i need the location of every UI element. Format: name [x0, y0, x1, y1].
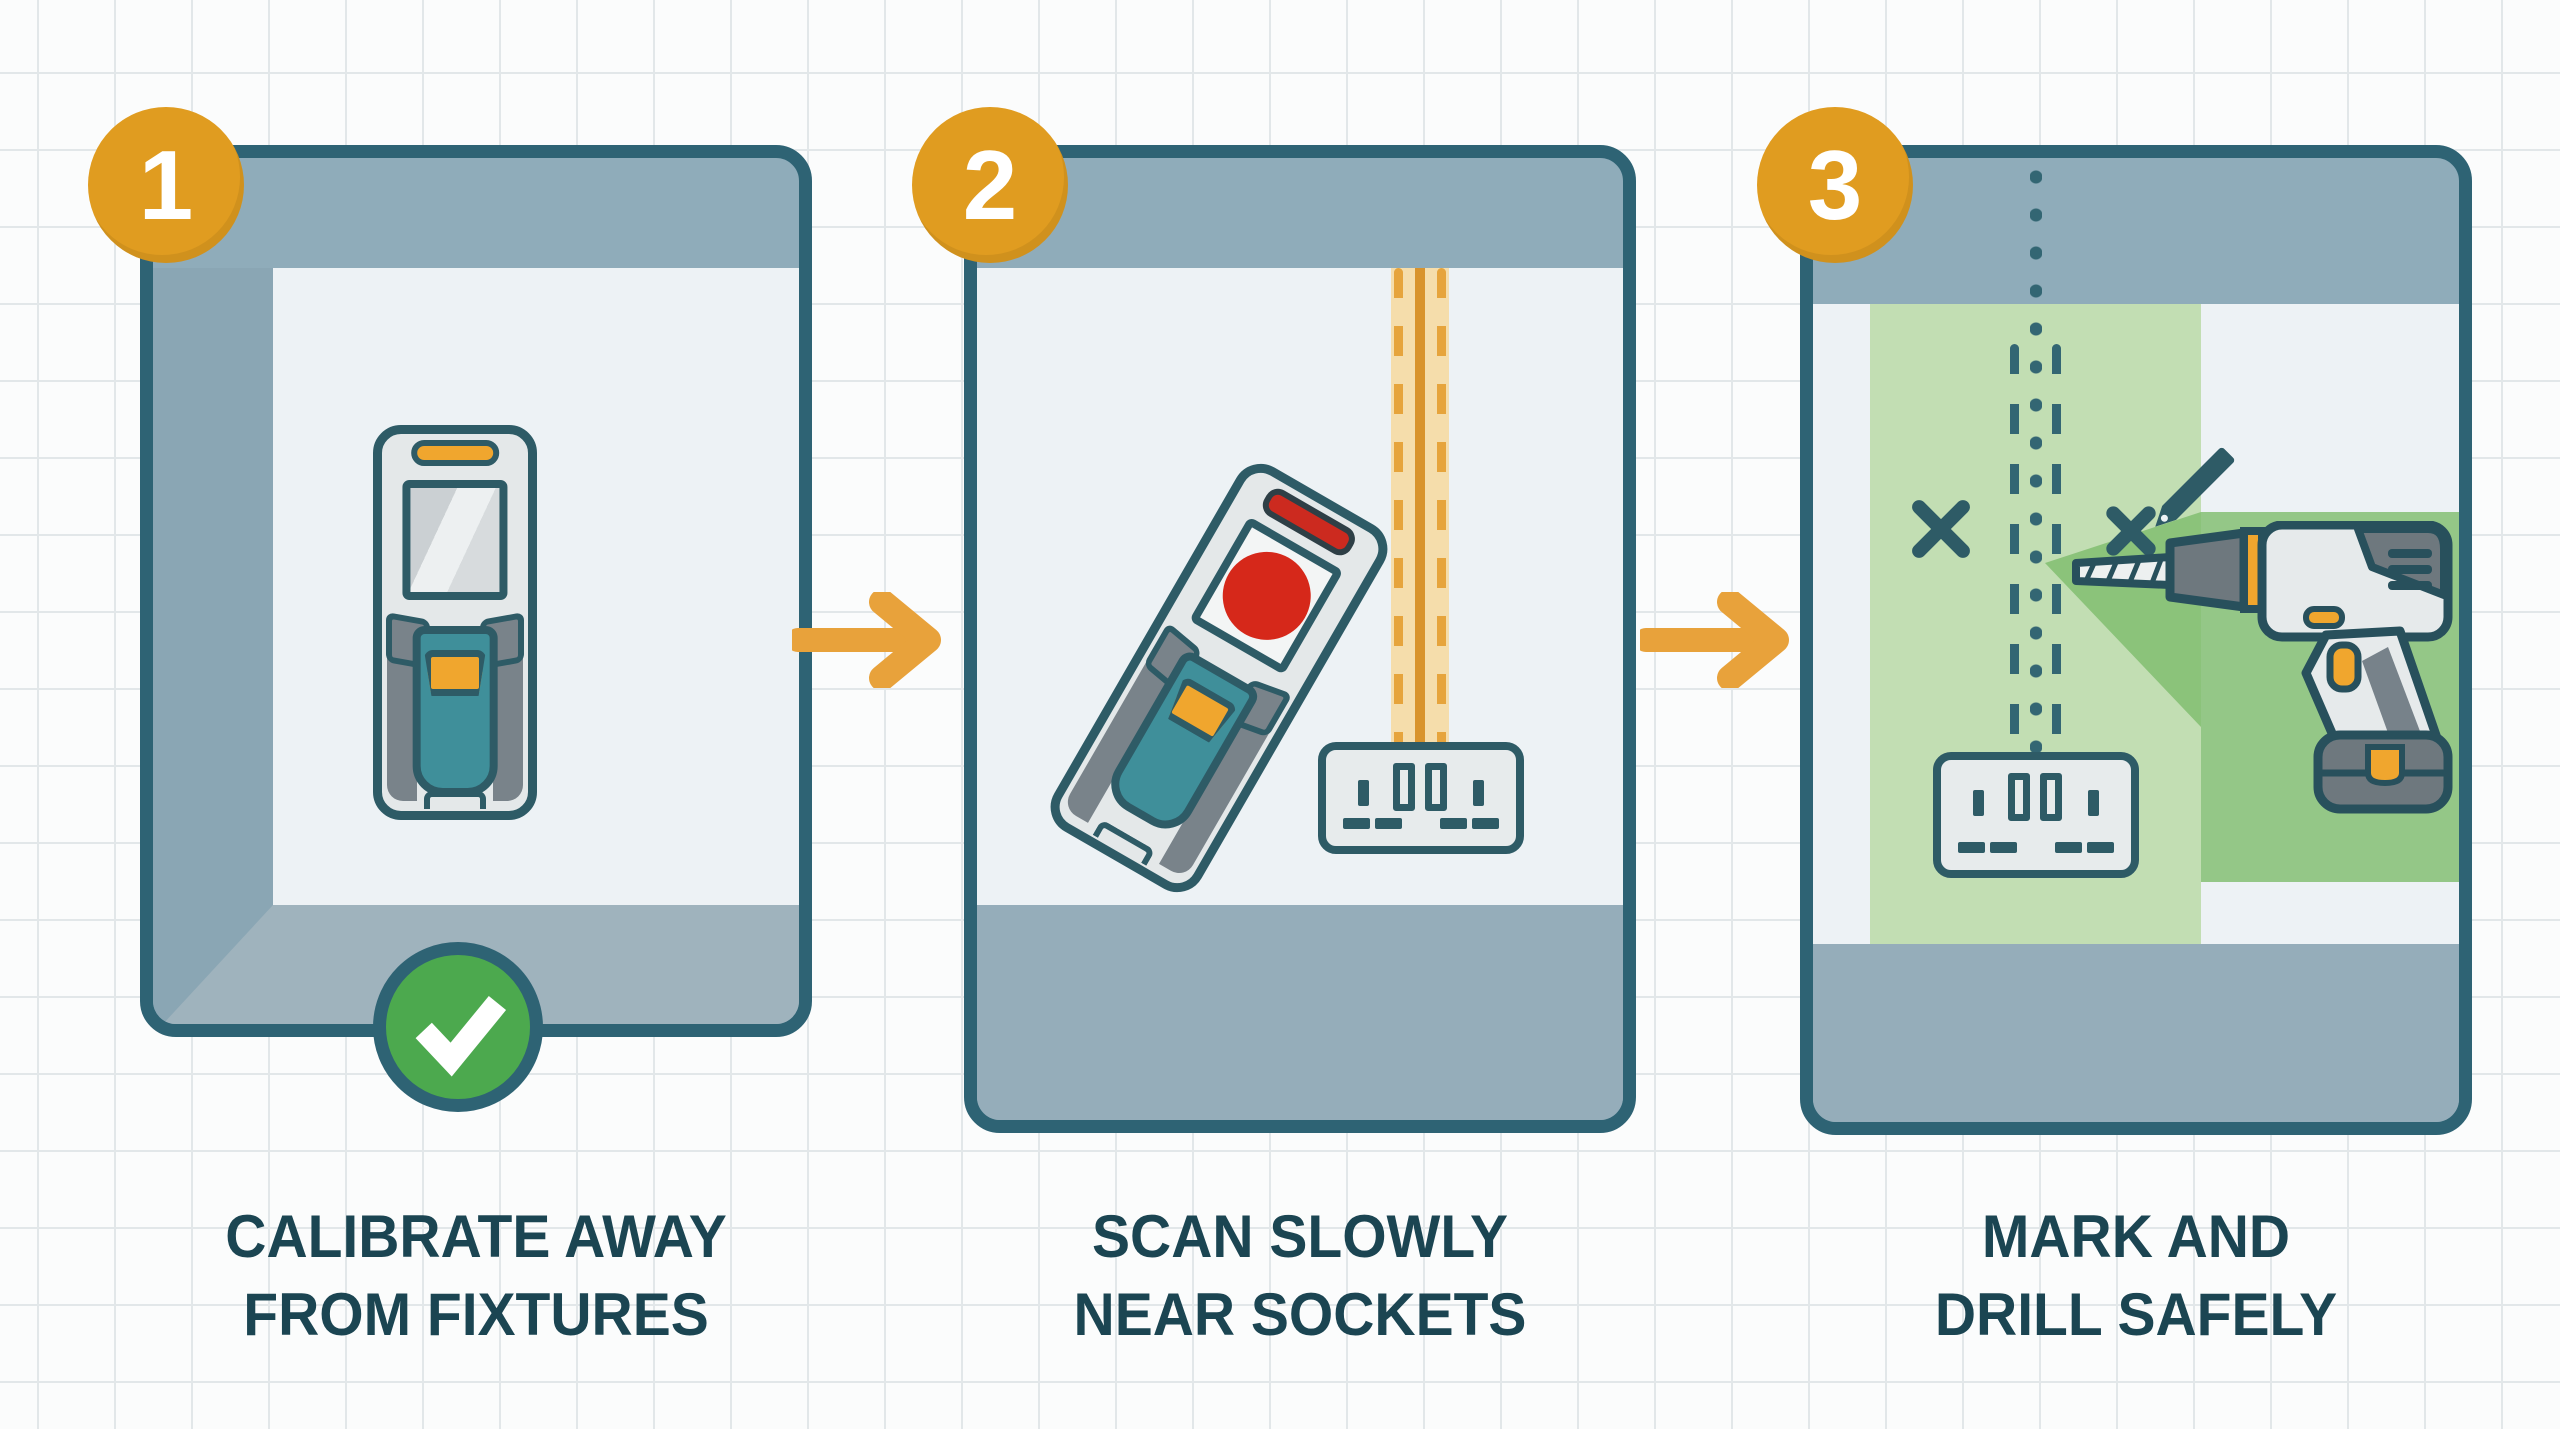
finder-screen — [402, 480, 508, 600]
socket-slot — [2087, 790, 2099, 816]
socket-switch — [1425, 763, 1447, 811]
alert-dot-icon — [1206, 535, 1327, 656]
drill-icon — [2072, 521, 2453, 814]
stud-finder-icon — [373, 425, 537, 820]
step-panel-1 — [140, 145, 812, 1037]
step-panel-2 — [964, 145, 1636, 1133]
finder-foot — [424, 791, 486, 809]
step-label-line: CALIBRATE AWAY — [225, 1203, 727, 1270]
step-label-3: MARK AND DRILL SAFELY — [1800, 1198, 2472, 1354]
step-number: 2 — [962, 129, 1018, 240]
socket-slot — [1990, 842, 2018, 853]
socket-slot — [2086, 842, 2114, 853]
scan-dashed-line — [1437, 268, 1446, 746]
step-number: 1 — [138, 129, 194, 240]
checkmark-icon — [415, 995, 507, 1077]
step-label-line: DRILL SAFELY — [1934, 1281, 2338, 1348]
socket-slot — [1358, 780, 1370, 806]
socket-slot — [1343, 818, 1371, 829]
arrow-right-icon — [792, 592, 941, 688]
socket-slot — [1471, 818, 1499, 829]
socket-slot — [1973, 790, 1985, 816]
step-badge-2: 2 — [912, 107, 1068, 263]
socket-slot — [1439, 818, 1467, 829]
step-badge-1: 1 — [88, 107, 244, 263]
socket-switch — [2040, 773, 2062, 821]
marking-dashed-line — [2010, 344, 2019, 744]
finder-top-cap — [411, 440, 499, 466]
x-mark-icon — [1903, 491, 1979, 567]
scan-line — [1391, 268, 1449, 746]
socket-slot — [1472, 780, 1484, 806]
step-label-line: FROM FIXTURES — [243, 1281, 709, 1348]
wall-left-band — [153, 268, 273, 1024]
finder-button — [424, 650, 486, 696]
floor-band — [977, 905, 1623, 1120]
floor-band — [1813, 944, 2459, 1122]
arrow-right-icon — [1640, 592, 1789, 688]
socket-slot — [1958, 842, 1986, 853]
step-label-1: CALIBRATE AWAY FROM FIXTURES — [140, 1198, 812, 1354]
socket-slot — [1375, 818, 1403, 829]
step-label-line: NEAR SOCKETS — [1073, 1281, 1527, 1348]
socket-icon — [1318, 742, 1524, 854]
center-dotted-line — [2030, 170, 2042, 758]
step-label-line: SCAN SLOWLY — [1092, 1203, 1508, 1270]
socket-slot — [2054, 842, 2082, 853]
step-panel-3 — [1800, 145, 2472, 1135]
step-label-line: MARK AND — [1981, 1203, 2291, 1270]
step-badge-3: 3 — [1757, 107, 1913, 263]
step-label-2: SCAN SLOWLY NEAR SOCKETS — [964, 1198, 1636, 1354]
step-number: 3 — [1807, 129, 1863, 240]
calibration-check-icon — [373, 942, 543, 1112]
marking-dashed-line — [2052, 344, 2061, 744]
scan-center-line — [1415, 268, 1425, 746]
socket-icon — [1933, 752, 2139, 878]
socket-switch — [1393, 763, 1415, 811]
scan-dashed-line — [1394, 268, 1403, 746]
socket-switch — [2008, 773, 2030, 821]
